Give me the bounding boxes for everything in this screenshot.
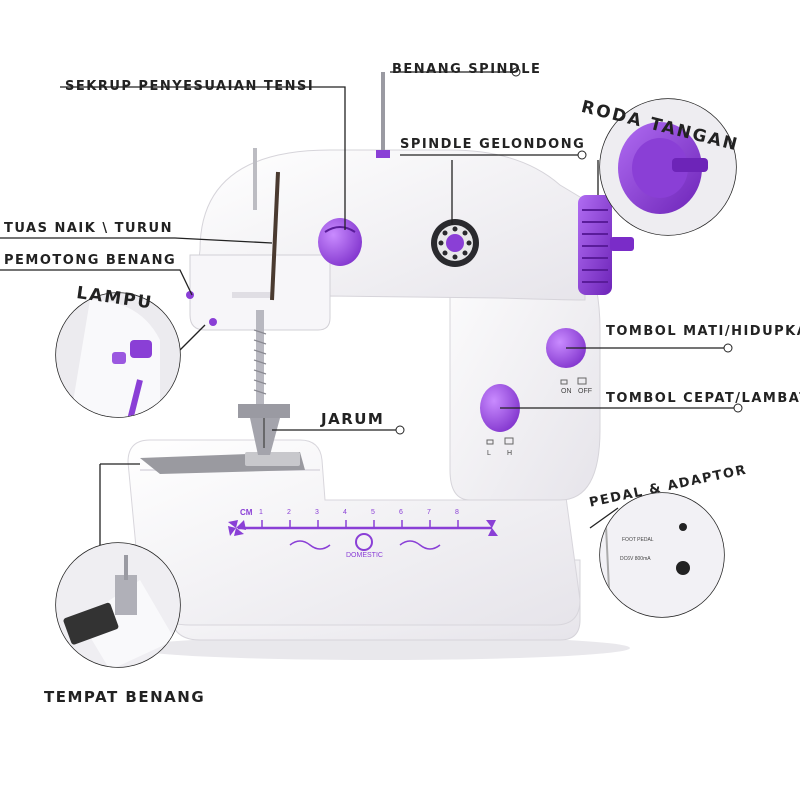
ruler-number: 2 xyxy=(287,509,291,516)
presser-foot xyxy=(238,404,290,418)
lamp-zoom-circle xyxy=(55,292,181,418)
hand-wheel-zoom-circle xyxy=(599,98,737,236)
ruler-number: 4 xyxy=(343,509,347,516)
base-shadow xyxy=(130,636,630,660)
ruler-number: 1 xyxy=(259,509,263,516)
speed-low-label: L xyxy=(487,450,491,457)
ruler-number: 8 xyxy=(455,509,459,516)
speed-high-label: H xyxy=(507,450,513,457)
switch-off-label: OFF xyxy=(578,388,592,395)
label-tempat-benang: TEMPAT BENANG xyxy=(44,688,206,706)
label-spindle-gelondong: SPINDLE GELONDONG xyxy=(400,137,586,152)
ruler-number: 3 xyxy=(315,509,319,516)
lever-slot xyxy=(270,171,280,301)
label-jarum: JARUM xyxy=(321,410,385,428)
brand-logo xyxy=(355,533,373,551)
adaptor-spec-text: DC6V 800mA xyxy=(620,556,651,562)
label-pemotong-benang: PEMOTONG BENANG xyxy=(4,253,177,268)
ruler-number: 6 xyxy=(399,509,403,516)
ruler-number: 7 xyxy=(427,509,431,516)
bobbin-zoom-circle xyxy=(55,542,181,668)
foot-pedal-text: FOOT PEDAL xyxy=(622,537,654,543)
label-tombol-mati: TOMBOL MATI/HIDUPKAN xyxy=(606,324,800,339)
brand-text: DOMESTIC xyxy=(346,552,383,559)
ruler-unit: CM xyxy=(240,508,253,517)
switch-on-label: ON xyxy=(561,388,572,395)
label-tombol-cepat: TOMBOL CEPAT/LAMBAT xyxy=(606,391,800,406)
ruler-number: 5 xyxy=(371,509,375,516)
pedal-zoom-circle xyxy=(599,492,725,618)
tension-knob xyxy=(318,218,362,266)
lamp-led xyxy=(209,318,217,326)
flower-decoration xyxy=(228,520,498,536)
label-benang-spindle: BENANG SPINDLE xyxy=(392,62,542,77)
label-tuas: TUAS NAIK \ TURUN xyxy=(4,221,173,236)
needle-bar xyxy=(256,310,264,420)
label-sekrup-tensi: SEKRUP PENYESUAIAN TENSI xyxy=(65,79,315,94)
